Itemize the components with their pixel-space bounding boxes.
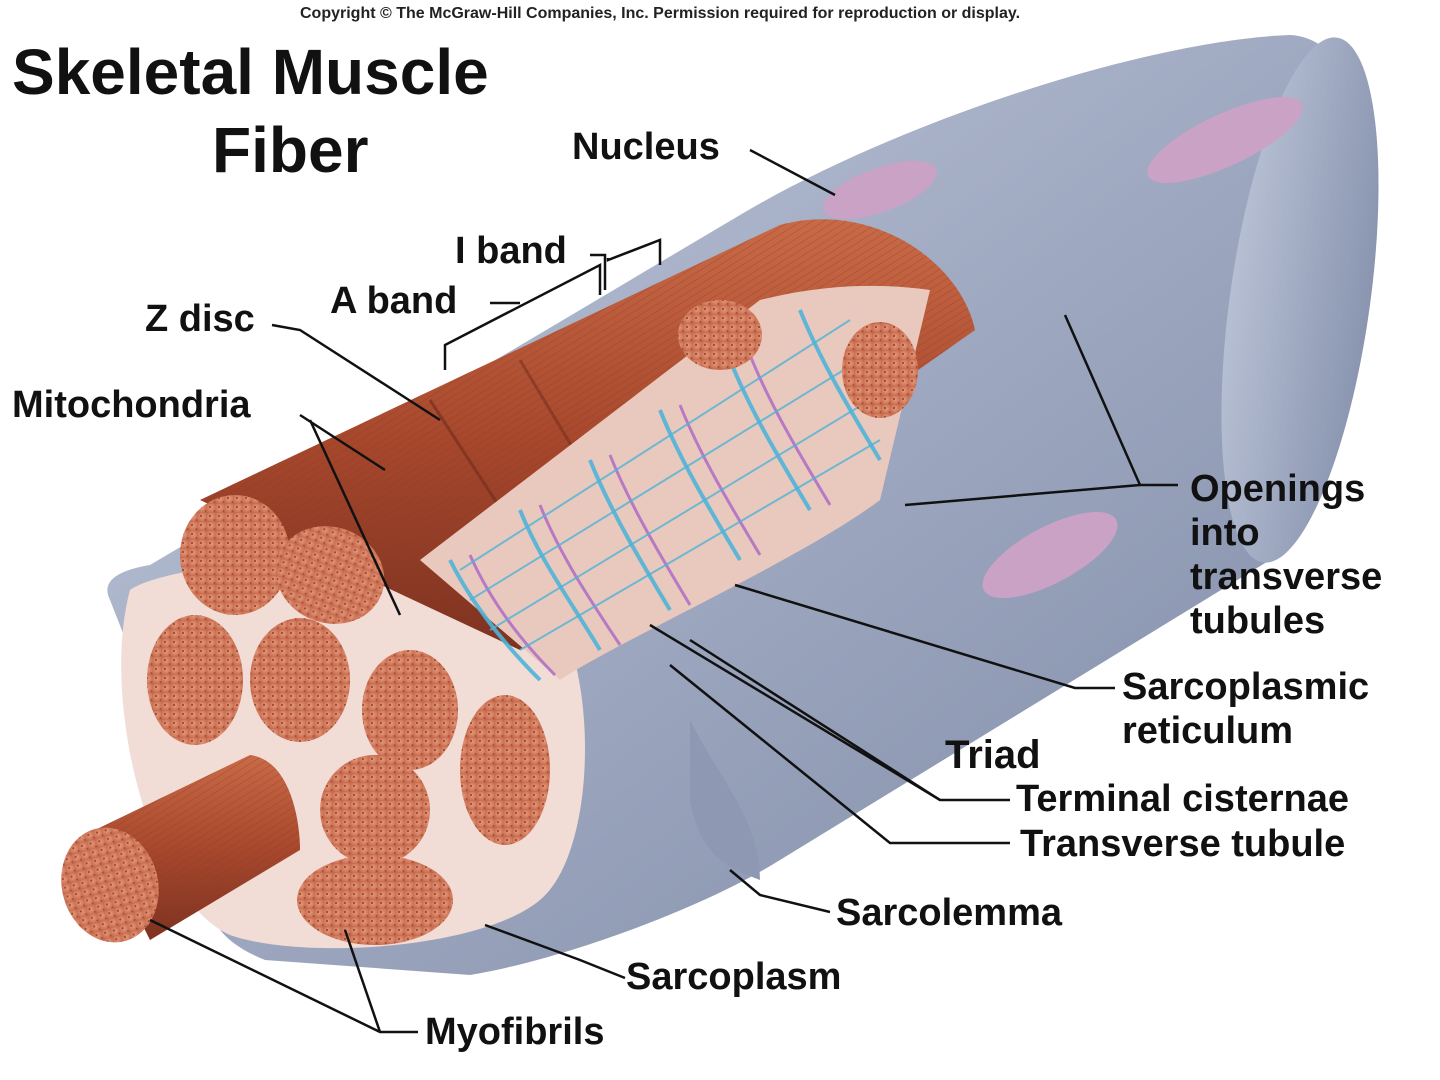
label-i-band: I band [455,230,567,272]
label-transverse-tubule: Transverse tubule [1020,823,1346,865]
label-sarcoplasmic-line-1: Sarcoplasmic [1122,666,1370,708]
label-openings-line-1: Openings [1190,468,1366,510]
label-terminal-cisternae: Terminal cisternae [1016,778,1350,820]
label-sarcolemma: Sarcolemma [836,892,1063,934]
sarcoplasmic-reticulum [420,285,930,682]
label-openings-line-2: into [1190,512,1260,554]
label-sarcoplasm: Sarcoplasm [626,956,842,998]
label-myofibrils: Myofibrils [425,1011,605,1053]
copyright-notice: Copyright © The McGraw-Hill Companies, I… [300,5,1021,22]
title-line-2: Fiber [212,114,369,186]
label-openings: Openings into transverse tubules [1190,467,1382,643]
protruding-myofibril [61,755,300,943]
label-mitochondria: Mitochondria [12,384,251,426]
label-a-band: A band [330,280,458,322]
label-triad: Triad [945,733,1041,777]
label-nucleus: Nucleus [572,126,720,168]
label-openings-line-3: transverse [1190,556,1383,598]
leader-lines [149,148,1178,1034]
title-line-1: Skeletal Muscle [12,36,489,108]
label-openings-line-4: tubules [1190,600,1326,642]
label-sarcoplasmic-line-2: reticulum [1122,710,1294,752]
label-sarcoplasmic-reticulum: Sarcoplasmic reticulum [1122,665,1369,753]
myofibril-sections [147,300,918,945]
label-z-disc: Z disc [145,298,255,340]
